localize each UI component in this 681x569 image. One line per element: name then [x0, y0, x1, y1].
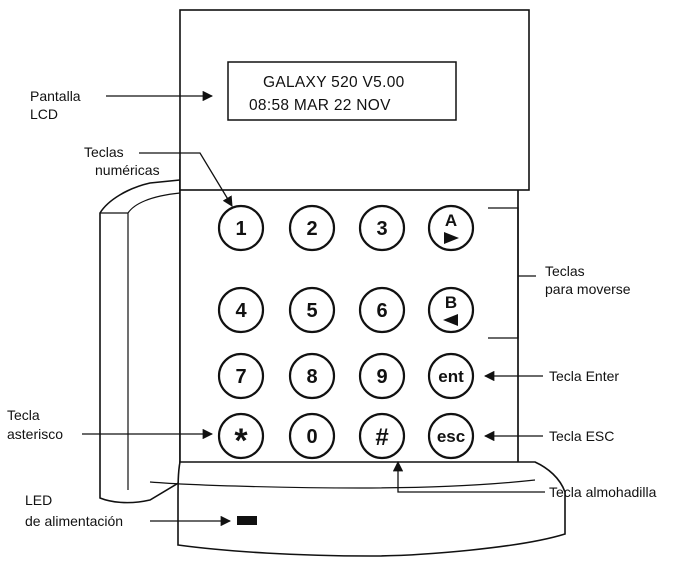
label-tecla-almohadilla: Tecla almohadilla — [549, 484, 657, 500]
key-0-label: 0 — [306, 426, 317, 448]
key-b[interactable]: B — [427, 286, 475, 334]
key-hash[interactable]: # — [358, 412, 406, 460]
key-1-circle[interactable] — [217, 204, 265, 252]
keypad-base — [177, 461, 566, 557]
key-6[interactable]: 6 — [358, 286, 406, 334]
key-grid: 1 2 3 A 4 5 6 B 7 8 9 ent * 0 # esc — [217, 204, 475, 460]
key-2-label: 2 — [306, 218, 317, 240]
label-led-2: de alimentación — [25, 513, 123, 529]
key-8-label: 8 — [306, 366, 317, 388]
power-led — [237, 516, 257, 525]
key-7[interactable]: 7 — [217, 352, 265, 400]
key-6-label: 6 — [376, 300, 387, 322]
key-ent-label: ent — [438, 367, 464, 386]
key-5[interactable]: 5 — [288, 286, 336, 334]
label-teclas-moverse-2: para moverse — [545, 281, 631, 297]
label-teclas-moverse-1: Teclas — [545, 263, 585, 279]
key-4-circle[interactable] — [217, 286, 265, 334]
label-tecla-enter: Tecla Enter — [549, 368, 619, 384]
lcd-screen — [227, 61, 457, 121]
side-panel — [99, 179, 181, 504]
label-tecla-esc: Tecla ESC — [549, 428, 614, 444]
key-8[interactable]: 8 — [288, 352, 336, 400]
lcd-line-2: 08:58 MAR 22 NOV — [249, 97, 391, 114]
key-3-circle[interactable] — [358, 204, 406, 252]
key-8-circle[interactable] — [288, 352, 336, 400]
arrow-left-icon — [443, 314, 458, 326]
key-9-label: 9 — [376, 366, 387, 388]
key-b-circle[interactable] — [427, 286, 475, 334]
side-panel-inner-edge — [100, 192, 181, 490]
key-a[interactable]: A — [427, 204, 475, 252]
key-b-label: B — [445, 293, 457, 312]
key-esc[interactable]: esc — [427, 412, 475, 460]
label-led-1: LED — [25, 492, 52, 508]
key-esc-circle[interactable] — [427, 412, 475, 460]
key-hash-label: # — [375, 424, 388, 451]
label-teclas-numericas-1: Teclas — [84, 144, 124, 160]
arrow-right-icon — [444, 232, 459, 244]
label-tecla-asterisco-1: Tecla — [7, 407, 40, 423]
key-4-label: 4 — [235, 300, 247, 322]
lcd-line-1: GALAXY 520 V5.00 — [263, 74, 405, 91]
key-7-circle[interactable] — [217, 352, 265, 400]
label-pantalla: Pantalla — [30, 88, 81, 104]
key-hash-circle[interactable] — [358, 412, 406, 460]
key-2-circle[interactable] — [288, 204, 336, 252]
key-3[interactable]: 3 — [358, 204, 406, 252]
key-a-circle[interactable] — [427, 204, 475, 252]
key-5-circle[interactable] — [288, 286, 336, 334]
key-2[interactable]: 2 — [288, 204, 336, 252]
key-ent[interactable]: ent — [427, 352, 475, 400]
key-6-circle[interactable] — [358, 286, 406, 334]
key-5-label: 5 — [306, 300, 317, 322]
label-lcd: LCD — [30, 106, 58, 122]
key-asterisk-circle[interactable] — [217, 412, 265, 460]
movement-keys-bracket — [488, 207, 536, 339]
base-top-edge — [149, 479, 536, 489]
key-3-label: 3 — [376, 218, 387, 240]
key-asterisk-label: * — [234, 422, 248, 460]
key-esc-label: esc — [437, 427, 465, 446]
key-ent-circle[interactable] — [427, 352, 475, 400]
almohadilla-callout — [392, 460, 545, 493]
key-4[interactable]: 4 — [217, 286, 265, 334]
key-asterisk[interactable]: * — [217, 412, 265, 460]
key-0-circle[interactable] — [288, 412, 336, 460]
key-7-label: 7 — [235, 366, 246, 388]
key-1[interactable]: 1 — [217, 204, 265, 252]
numericas-callout — [139, 152, 233, 207]
label-tecla-asterisco-2: asterisco — [7, 426, 63, 442]
label-teclas-numericas-2: numéricas — [95, 162, 160, 178]
key-9[interactable]: 9 — [358, 352, 406, 400]
key-9-circle[interactable] — [358, 352, 406, 400]
key-1-label: 1 — [235, 218, 246, 240]
key-0[interactable]: 0 — [288, 412, 336, 460]
key-a-label: A — [445, 211, 457, 230]
